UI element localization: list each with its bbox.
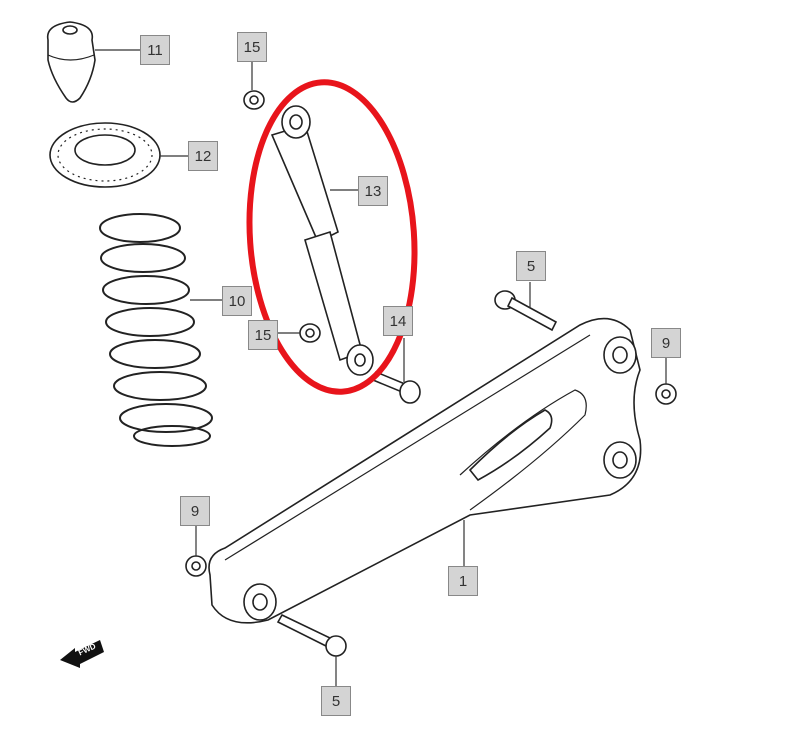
callout-5-rear: 5 <box>516 251 546 281</box>
bolt-rear-part <box>494 290 558 332</box>
trailing-arm-part <box>208 317 642 624</box>
callout-15-lower: 15 <box>248 320 278 350</box>
callout-13: 13 <box>358 176 388 206</box>
callout-1: 1 <box>448 566 478 596</box>
bump-stop-part <box>46 21 96 103</box>
fwd-arrow-icon <box>60 640 104 668</box>
callout-14: 14 <box>383 306 413 336</box>
callout-10: 10 <box>222 286 252 316</box>
callout-11: 11 <box>140 35 170 65</box>
bolt-front-part <box>276 613 347 657</box>
nut-front-part <box>185 555 207 577</box>
callout-15-top: 15 <box>237 32 267 62</box>
nut-top-part <box>243 90 265 110</box>
callout-9-front: 9 <box>180 496 210 526</box>
shock-absorber-part <box>270 105 374 376</box>
nut-lower-part <box>299 323 321 343</box>
nut-rear-part <box>655 383 677 405</box>
spring-seat-part <box>49 122 161 188</box>
bolt-shock-part <box>371 370 421 404</box>
highlight-ellipse <box>246 79 418 395</box>
callout-5-front: 5 <box>321 686 351 716</box>
coil-spring-part <box>99 213 213 447</box>
callout-12: 12 <box>188 141 218 171</box>
callout-9-rear: 9 <box>651 328 681 358</box>
